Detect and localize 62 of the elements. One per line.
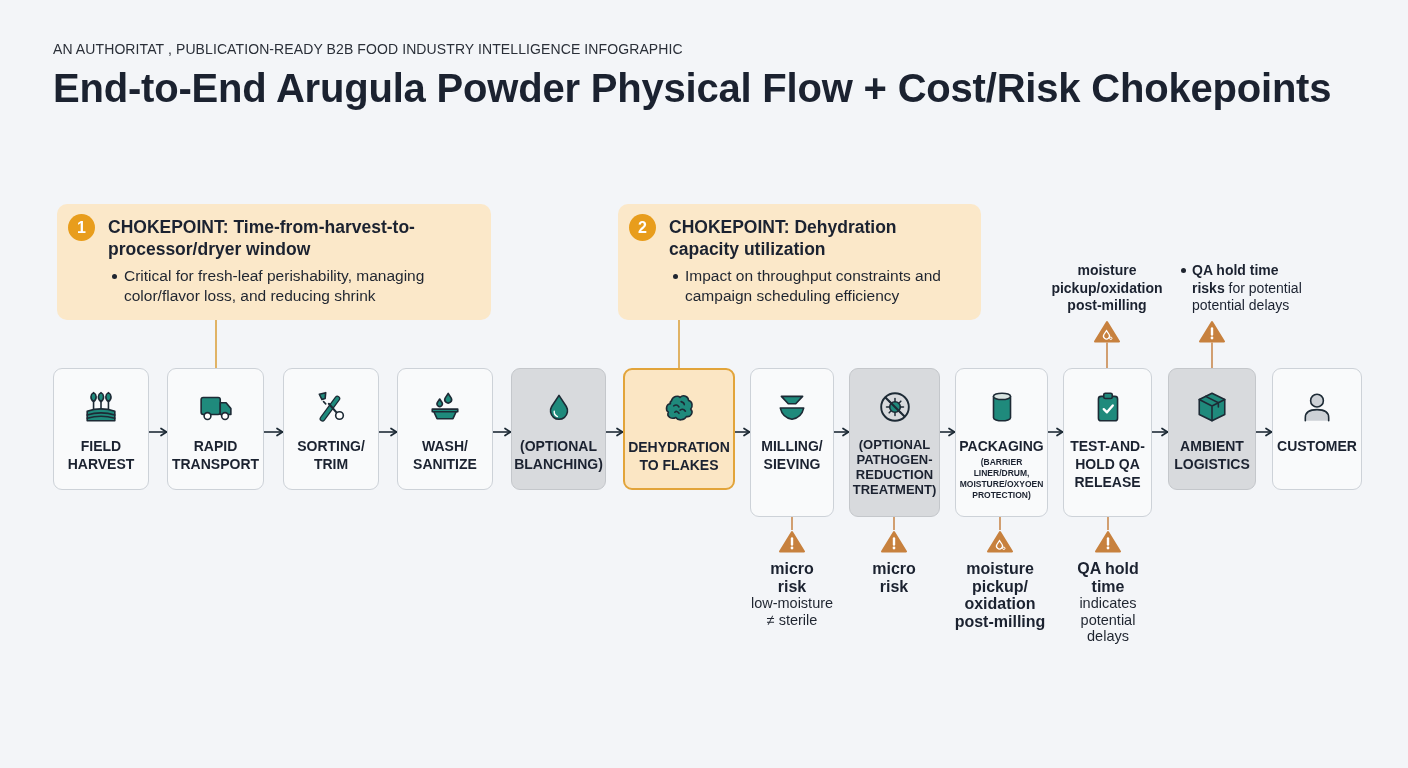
step-label: DEHYDRATION TO FLAKES <box>627 437 731 474</box>
step-label: RAPID TRANSPORT <box>170 437 261 473</box>
risk-note: indicates potential delays <box>1078 595 1138 646</box>
step-label: (OPTIONAL PATHOGEN-REDUCTION TREATMENT) <box>852 437 937 497</box>
flow-arrow <box>1255 427 1273 437</box>
step-label: TEST-AND-HOLD QA RELEASE <box>1069 437 1146 491</box>
process-step-box <box>1063 368 1152 517</box>
risk-label: QA hold time <box>1076 560 1140 595</box>
chokepoint-callout <box>57 204 491 320</box>
flow-arrow <box>1047 427 1064 437</box>
risk-note: low-moisture ≠ sterile <box>749 595 835 629</box>
optional-step-box <box>849 368 940 517</box>
process-step-box <box>397 368 493 490</box>
optional-step-box <box>511 368 606 490</box>
leader-line <box>215 319 217 369</box>
chokepoint-description: Critical for fresh-leaf perishability, managing color/flavor loss, and reducing shrink <box>124 266 426 306</box>
risk-label: QA hold time risks for potential potential delays <box>1192 262 1303 315</box>
process-step-box <box>750 368 834 517</box>
step-note: (BARRIER LINER/DRUM, MOISTURE/OXYOEN PROTECTION) <box>958 457 1045 501</box>
chokepoint-description: Impact on throughput constraints and campaign scheduling efficiency <box>685 266 942 306</box>
flow-arrow <box>734 427 751 437</box>
process-step-box <box>167 368 264 490</box>
step-label: PACKAGING <box>958 437 1045 455</box>
flow-arrow <box>605 427 624 437</box>
flow-arrow <box>939 427 956 437</box>
step-label: CUSTOMER <box>1276 437 1358 455</box>
chokepoint-heading: CHOKEPOINT: Time-from-harvest-to-processor/dryer window <box>108 217 416 260</box>
step-label: WASH/ SANITIZE <box>412 437 478 473</box>
leader-line <box>678 319 680 369</box>
step-label: FIELD HARVEST <box>66 437 136 473</box>
process-step-box <box>955 368 1048 517</box>
risk-label: micro risk <box>769 560 815 595</box>
leader-line <box>999 516 1001 531</box>
risk-label: micro risk <box>871 560 917 595</box>
leader-line <box>893 516 895 531</box>
chokepoint-callout <box>618 204 981 320</box>
optional-step-box <box>1168 368 1256 490</box>
flow-arrow <box>148 427 168 437</box>
process-step-box <box>53 368 149 490</box>
chokepoint-number: 2 <box>629 214 656 241</box>
leader-line <box>1211 341 1213 369</box>
flow-arrow <box>492 427 512 437</box>
step-label: SORTING/ TRIM <box>296 437 366 473</box>
step-label: MILLING/ SIEVING <box>760 437 824 473</box>
leader-line <box>1106 341 1108 369</box>
flow-arrow <box>1151 427 1169 437</box>
process-step-box <box>1272 368 1362 490</box>
chokepoint-number: 1 <box>68 214 95 241</box>
highlighted-step-box <box>623 368 735 490</box>
step-label: AMBIENT LOGISTICS <box>1173 437 1251 473</box>
risk-label: moisture pickup/ oxidation post-milling <box>953 560 1047 630</box>
leader-line <box>791 516 793 531</box>
leader-line <box>1107 516 1109 531</box>
flow-arrow <box>263 427 284 437</box>
subtitle: AN AUTHORITAT , PUBLICATION-READY B2B FOOD INDUSTRY INTELLIGENCE INFOGRAPHIC <box>53 41 683 58</box>
flow-arrow <box>833 427 850 437</box>
flow-arrow <box>378 427 398 437</box>
chokepoint-heading: CHOKEPOINT: Dehydration capacity utilization <box>669 217 898 260</box>
process-step-box <box>283 368 379 490</box>
risk-label: moisture pickup/oxidation post-milling <box>1050 262 1164 315</box>
step-label: (OPTIONAL BLANCHING) <box>514 437 603 473</box>
diagram-title: End-to-End Arugula Powder Physical Flow + Cost/Risk Chokepoints <box>53 65 1332 112</box>
